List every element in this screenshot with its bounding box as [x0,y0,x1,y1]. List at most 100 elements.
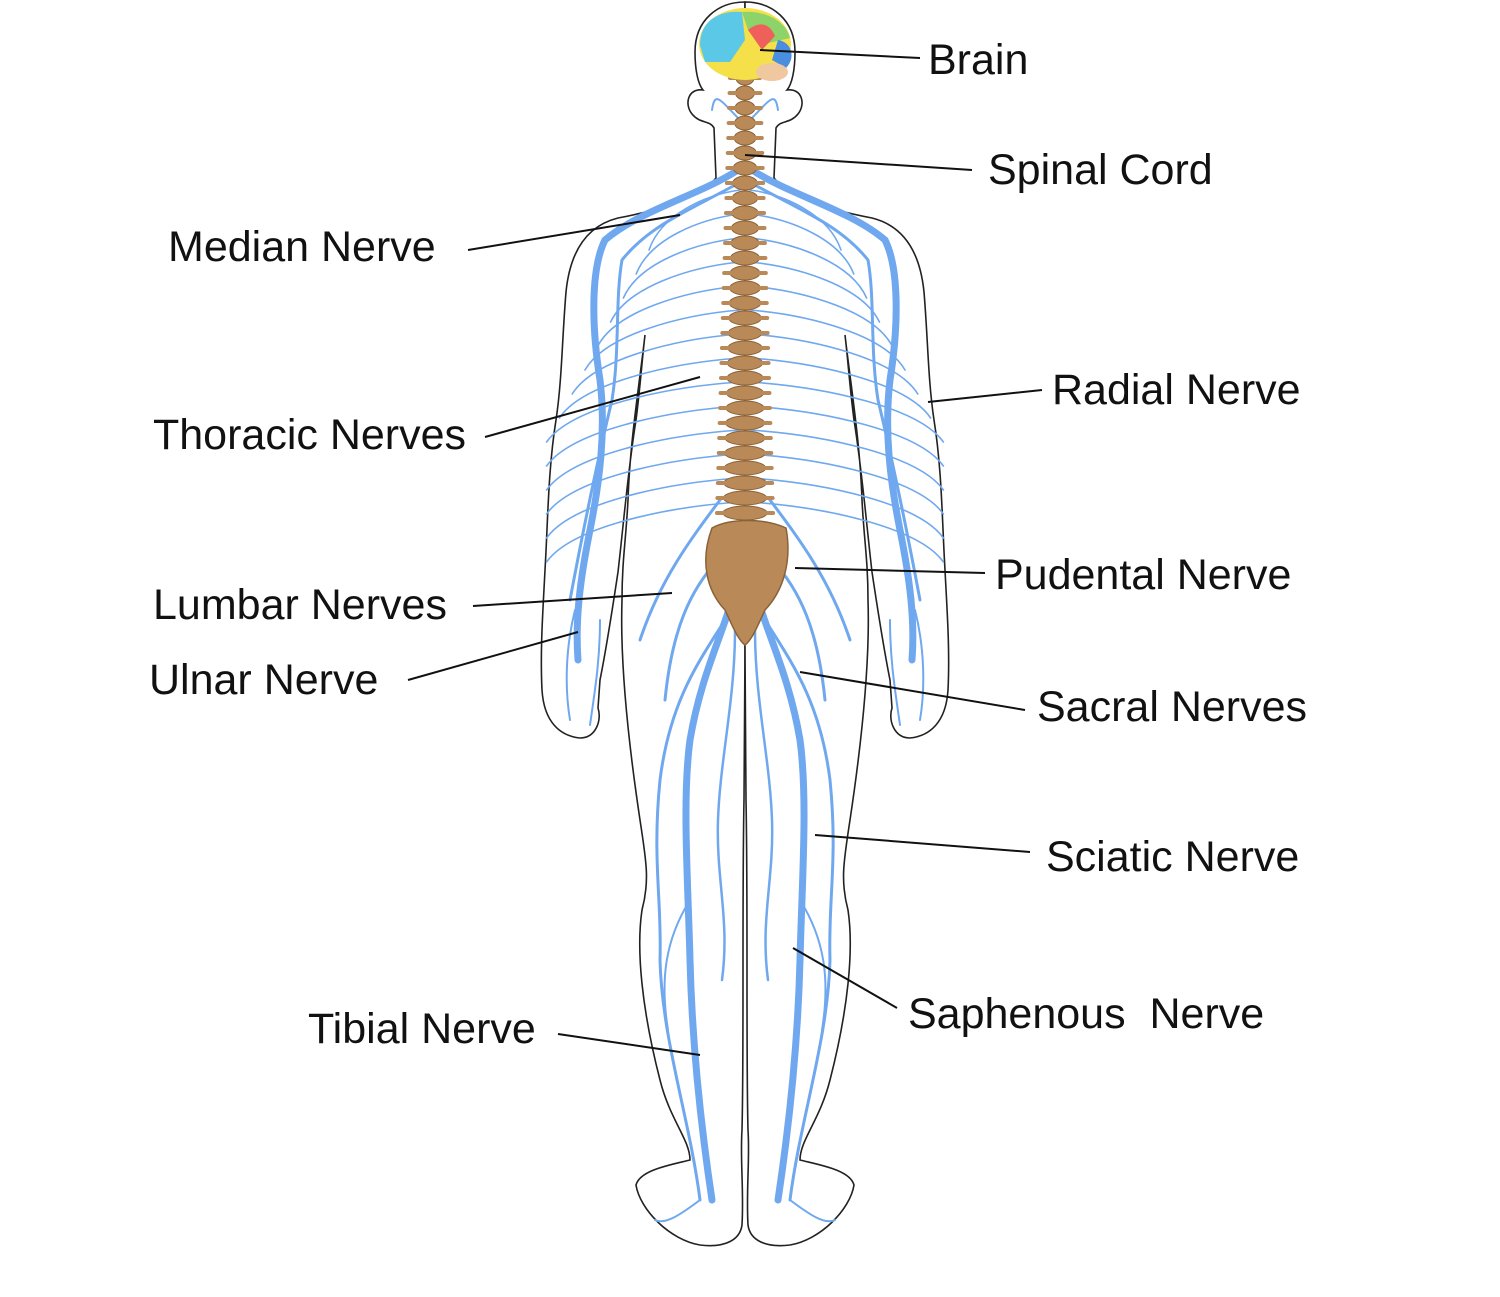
vertebra-process [726,121,764,125]
vertebra-process [724,181,766,185]
leader-lines [407,49,1043,1056]
ulnar-nerve-right [753,183,922,602]
label-sciatic-nerve: Sciatic Nerve [1046,833,1299,881]
calf-nerve-left [663,899,691,1031]
leader-median-nerve [467,214,681,251]
label-radial-nerve: Radial Nerve [1052,366,1301,414]
thoracic-nerve-right [749,501,945,563]
label-brain: Brain [928,36,1028,84]
label-tibial-nerve: Tibial Nerve [308,1005,536,1053]
thoracic-nerve-left [545,453,741,515]
vertebra-process [716,451,774,455]
thoracic-nerve-left [622,237,741,299]
vertebra-process [722,256,768,260]
sacrum [705,519,789,646]
sciatic-nerve-right [754,596,808,1204]
brain-sensory [748,24,775,50]
label-saphenous-nerve: Saphenous Nerve [908,990,1264,1038]
leader-spinal-cord [744,154,973,171]
label-sacral-nerves: Sacral Nerves [1037,683,1307,731]
thoracic-nerve-right [749,429,945,491]
leader-ulnar-nerve [407,631,579,681]
leader-brain [759,49,921,59]
label-pudental-nerve: Pudental Nerve [995,551,1291,599]
spinal-column [714,70,776,521]
thoracic-nerve-right [749,381,945,443]
leader-thoracic-nerves [484,376,701,438]
vertebra-process [717,421,773,425]
brain-occipital [772,40,792,68]
hand-nerve-2-left [589,619,601,726]
label-thoracic-nerves: Thoracic Nerves [153,411,466,459]
vertebra-process [719,361,771,365]
leader-radial-nerve [927,389,1043,403]
thoracic-nerve-right [749,237,868,299]
median-nerve-left [573,166,742,664]
labels: Brain Spinal Cord Median Nerve Radial Ne… [149,36,1307,1053]
vertebra-process [720,331,770,335]
vertebra-process [727,106,763,110]
thoracic-nerve-right [749,213,855,275]
vertebra-process [725,151,765,155]
vertebra-process [721,286,769,290]
vertebra-process [717,436,773,440]
thoracic-nerve-left [545,477,741,539]
vertebra-process [715,481,775,485]
vertebra-process [723,226,767,230]
thoracic-nerve-right [749,285,893,347]
label-lumbar-nerves: Lumbar Nerves [153,581,447,629]
vertebra-process [719,376,771,380]
thoracic-nerve-left [545,381,741,443]
leader-sacral-nerves [799,671,1026,711]
leader-sciatic-nerve [814,834,1031,853]
brain [699,8,792,81]
vertebra-process [720,316,770,320]
hand-nerve-right [914,609,925,721]
vertebra-process [718,391,772,395]
thoracic-nerve-left [545,429,741,491]
hand-nerve-2-right [889,619,901,726]
thoracic-nerve-left [571,333,741,395]
lumbar-nerve-left [638,498,722,642]
vertebra-process [714,511,776,515]
tibial-nerve-right [763,618,835,1202]
thoracic-nerve-right [749,453,945,515]
thoracic-nerve-left [648,189,741,251]
vertebra-process [726,136,764,140]
leader-lumbar-nerves [472,592,673,607]
thoracic-nerve-right [749,189,842,251]
tibial-nerve-left [655,618,727,1202]
vertebra-process [722,271,768,275]
nerve-network [545,98,945,1223]
vertebra-process [715,496,775,500]
foot-nerve-left [654,1199,701,1223]
sciatic-nerve-left [682,596,736,1204]
saphenous-nerve-left [716,628,737,982]
vertebra-process [724,196,766,200]
calf-nerve-right [799,899,827,1031]
vertebra-process [727,91,763,95]
leader-tibial-nerve [557,1033,701,1056]
thoracic-nerve-right [749,333,919,395]
thoracic-nerve-right [749,357,932,419]
leader-saphenous-nerve [792,947,898,1009]
thoracic-nerve-left [558,357,741,419]
vertebra-process [718,406,772,410]
vertebra-process [719,346,771,350]
thoracic-nerve-left [545,405,741,467]
saphenous-nerve-right [753,628,774,982]
thoracic-nerve-left [635,213,741,275]
vertebra-process [716,466,774,470]
vertebra-process [723,211,767,215]
leader-pudental-nerve [794,567,986,574]
foot-nerve-right [789,1199,836,1223]
ulnar-nerve-left [568,183,737,602]
thoracic-nerve-left [545,501,741,563]
vertebra-process [723,241,767,245]
facial-nerve-right [749,98,779,121]
median-nerve-right [748,166,917,664]
lumbar-nerve-right [768,498,852,642]
hand-nerve-left [565,609,576,721]
